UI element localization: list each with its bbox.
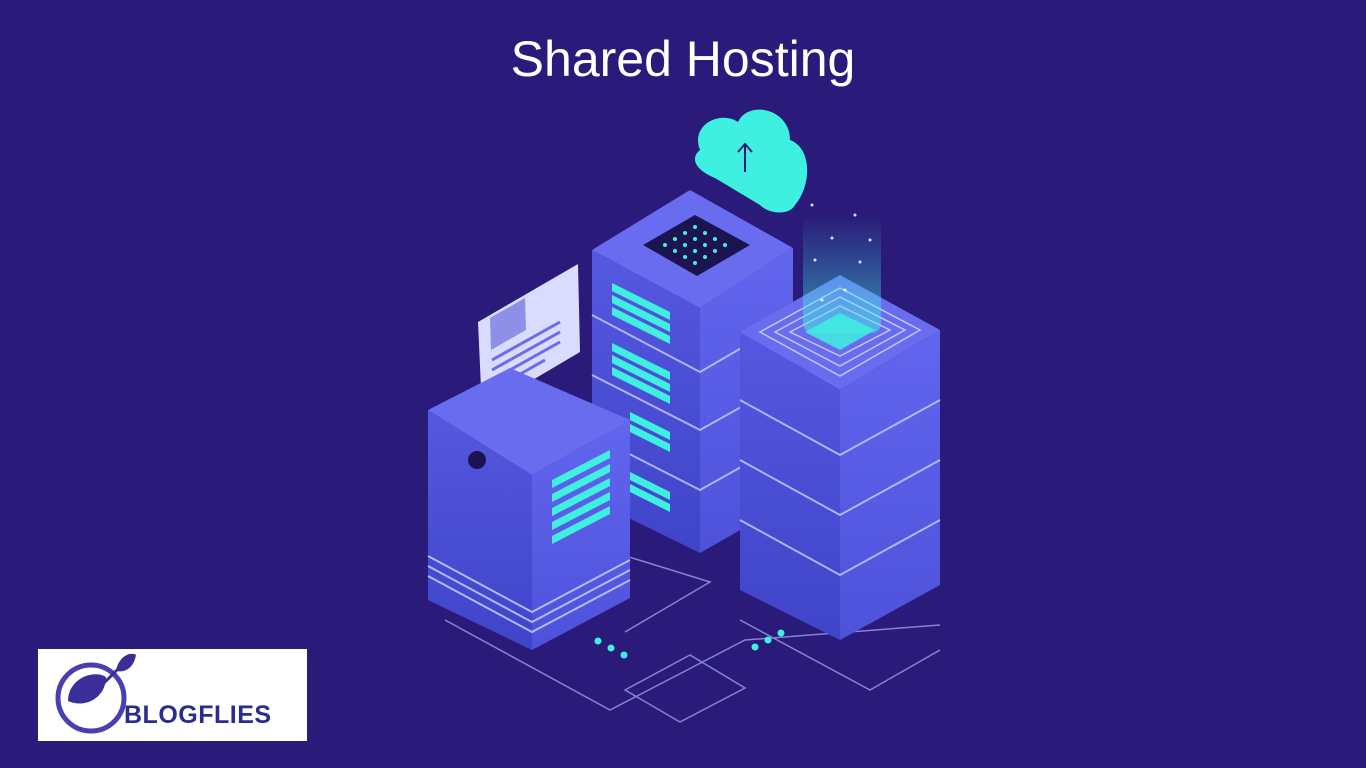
server-rack-icon — [427, 368, 631, 650]
logo-text: BLOGFLIES — [124, 701, 272, 729]
page-title: Shared Hosting — [510, 31, 856, 87]
circuit-dots — [594, 629, 785, 659]
leaf-logo-icon — [55, 653, 136, 734]
cloud-upload-icon — [695, 109, 808, 213]
brand-logo[interactable]: BLOGFLIES — [38, 649, 307, 741]
data-beam-icon — [803, 203, 881, 333]
